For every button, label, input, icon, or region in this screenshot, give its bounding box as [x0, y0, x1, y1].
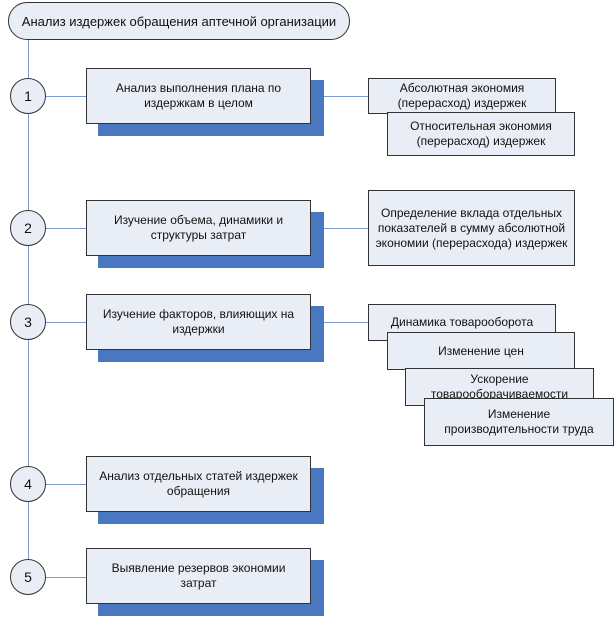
connector — [28, 484, 86, 485]
detail-box: Изменение цен — [387, 332, 575, 370]
step-box-5: Выявление резервов экономии затрат — [86, 548, 311, 604]
step-number-3: 3 — [10, 304, 46, 340]
step-number-5: 5 — [10, 559, 46, 595]
title-node: Анализ издержек обращения аптечной орган… — [8, 2, 350, 40]
detail-box: Изменение производительности труда — [424, 398, 614, 446]
step-box-4: Анализ отдельных статей издержек обращен… — [86, 456, 311, 512]
detail-box: Абсолютная экономия (перерасход) издерже… — [368, 78, 556, 114]
connector — [310, 228, 368, 229]
step-number-4: 4 — [10, 466, 46, 502]
connector — [28, 577, 86, 578]
connector — [310, 96, 368, 97]
connector — [310, 322, 368, 323]
detail-box: Определение вклада отдельных показателей… — [368, 190, 575, 266]
connector — [28, 228, 86, 229]
connector — [28, 322, 86, 323]
connector — [28, 96, 86, 97]
step-box-1: Анализ выполнения плана по издержкам в ц… — [86, 68, 311, 124]
detail-box: Относительная экономия (перерасход) изде… — [387, 112, 575, 156]
step-number-2: 2 — [10, 210, 46, 246]
step-box-2: Изучение объема, динамики и структуры за… — [86, 200, 311, 256]
step-number-1: 1 — [10, 78, 46, 114]
step-box-3: Изучение факторов, влияющих на издержки — [86, 294, 311, 350]
